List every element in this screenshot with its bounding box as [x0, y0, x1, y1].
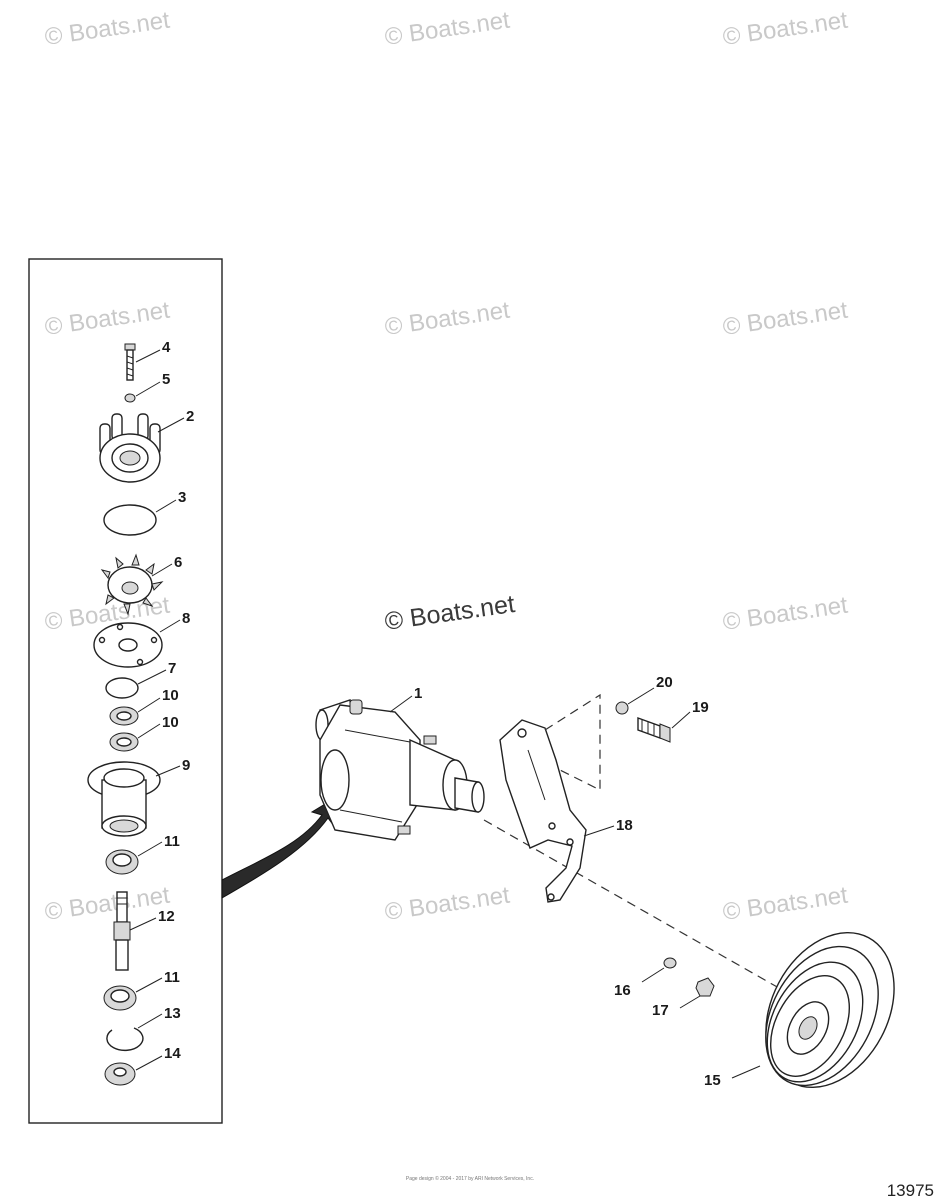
callout-13: 13	[164, 1005, 181, 1022]
part-10-seal-b	[109, 732, 139, 752]
part-7-o-ring	[105, 677, 139, 699]
part-18-bracket	[499, 719, 587, 903]
footer-copyright: Page design © 2004 - 2017 by ARI Network…	[406, 1175, 534, 1182]
watermark: © Boats.net	[383, 297, 512, 341]
callout-4: 4	[162, 339, 171, 356]
bolt-path-dashes	[544, 693, 601, 791]
callout-7: 7	[168, 660, 176, 677]
part-3-o-ring	[103, 504, 157, 536]
part-14-washer	[104, 1062, 136, 1086]
watermark: © Boats.net	[43, 297, 172, 341]
callout-9: 9	[182, 757, 190, 774]
part-5-washer	[124, 393, 136, 403]
part-11-bearing-b	[103, 985, 137, 1011]
diagram-number: 13975	[887, 1181, 934, 1200]
watermark: © Boats.net	[383, 7, 512, 51]
part-4-screw	[124, 343, 136, 381]
part-13-snap-ring	[106, 1027, 144, 1052]
part-8-wear-plate	[93, 622, 163, 668]
watermark: © Boats.net	[721, 882, 850, 926]
part-1-sea-water-pump	[315, 699, 485, 841]
callout-3: 3	[178, 489, 186, 506]
callout-20: 20	[656, 674, 673, 691]
part-19-bolt	[637, 717, 671, 743]
callout-14: 14	[164, 1045, 181, 1062]
callout-12: 12	[158, 908, 175, 925]
watermark: © Boats.net	[383, 882, 512, 926]
inset-box	[28, 258, 223, 1124]
part-10-seal-a	[109, 706, 139, 726]
callout-19: 19	[692, 699, 709, 716]
callout-11a: 11	[164, 833, 180, 850]
centerline-dashes	[483, 819, 801, 1001]
part-6-impeller	[100, 553, 164, 616]
part-9-housing	[87, 761, 161, 837]
callout-11b: 11	[164, 969, 180, 986]
part-20-washer	[615, 701, 629, 715]
part-11-bearing-a	[105, 849, 139, 875]
watermark: © Boats.net	[721, 297, 850, 341]
watermark: © Boats.net	[721, 592, 850, 636]
part-17-nut	[695, 977, 715, 997]
callout-8: 8	[182, 610, 190, 627]
callout-10b: 10	[162, 714, 179, 731]
watermark-center: © Boats.net	[383, 590, 517, 636]
part-16-washer	[663, 957, 677, 969]
callout-5: 5	[162, 371, 170, 388]
callout-2: 2	[186, 408, 194, 425]
callout-16: 16	[614, 982, 631, 999]
callout-18: 18	[616, 817, 633, 834]
callout-1: 1	[414, 685, 422, 702]
part-12-shaft	[113, 891, 131, 971]
watermark: © Boats.net	[721, 7, 850, 51]
callout-17: 17	[652, 1002, 669, 1019]
part-2-pump-cover	[99, 413, 161, 483]
callout-10a: 10	[162, 687, 179, 704]
assembly-arrow	[221, 793, 341, 899]
callout-6: 6	[174, 554, 182, 571]
callout-15: 15	[704, 1072, 721, 1089]
watermark: © Boats.net	[43, 7, 172, 51]
part-15-pulley	[765, 931, 895, 1089]
